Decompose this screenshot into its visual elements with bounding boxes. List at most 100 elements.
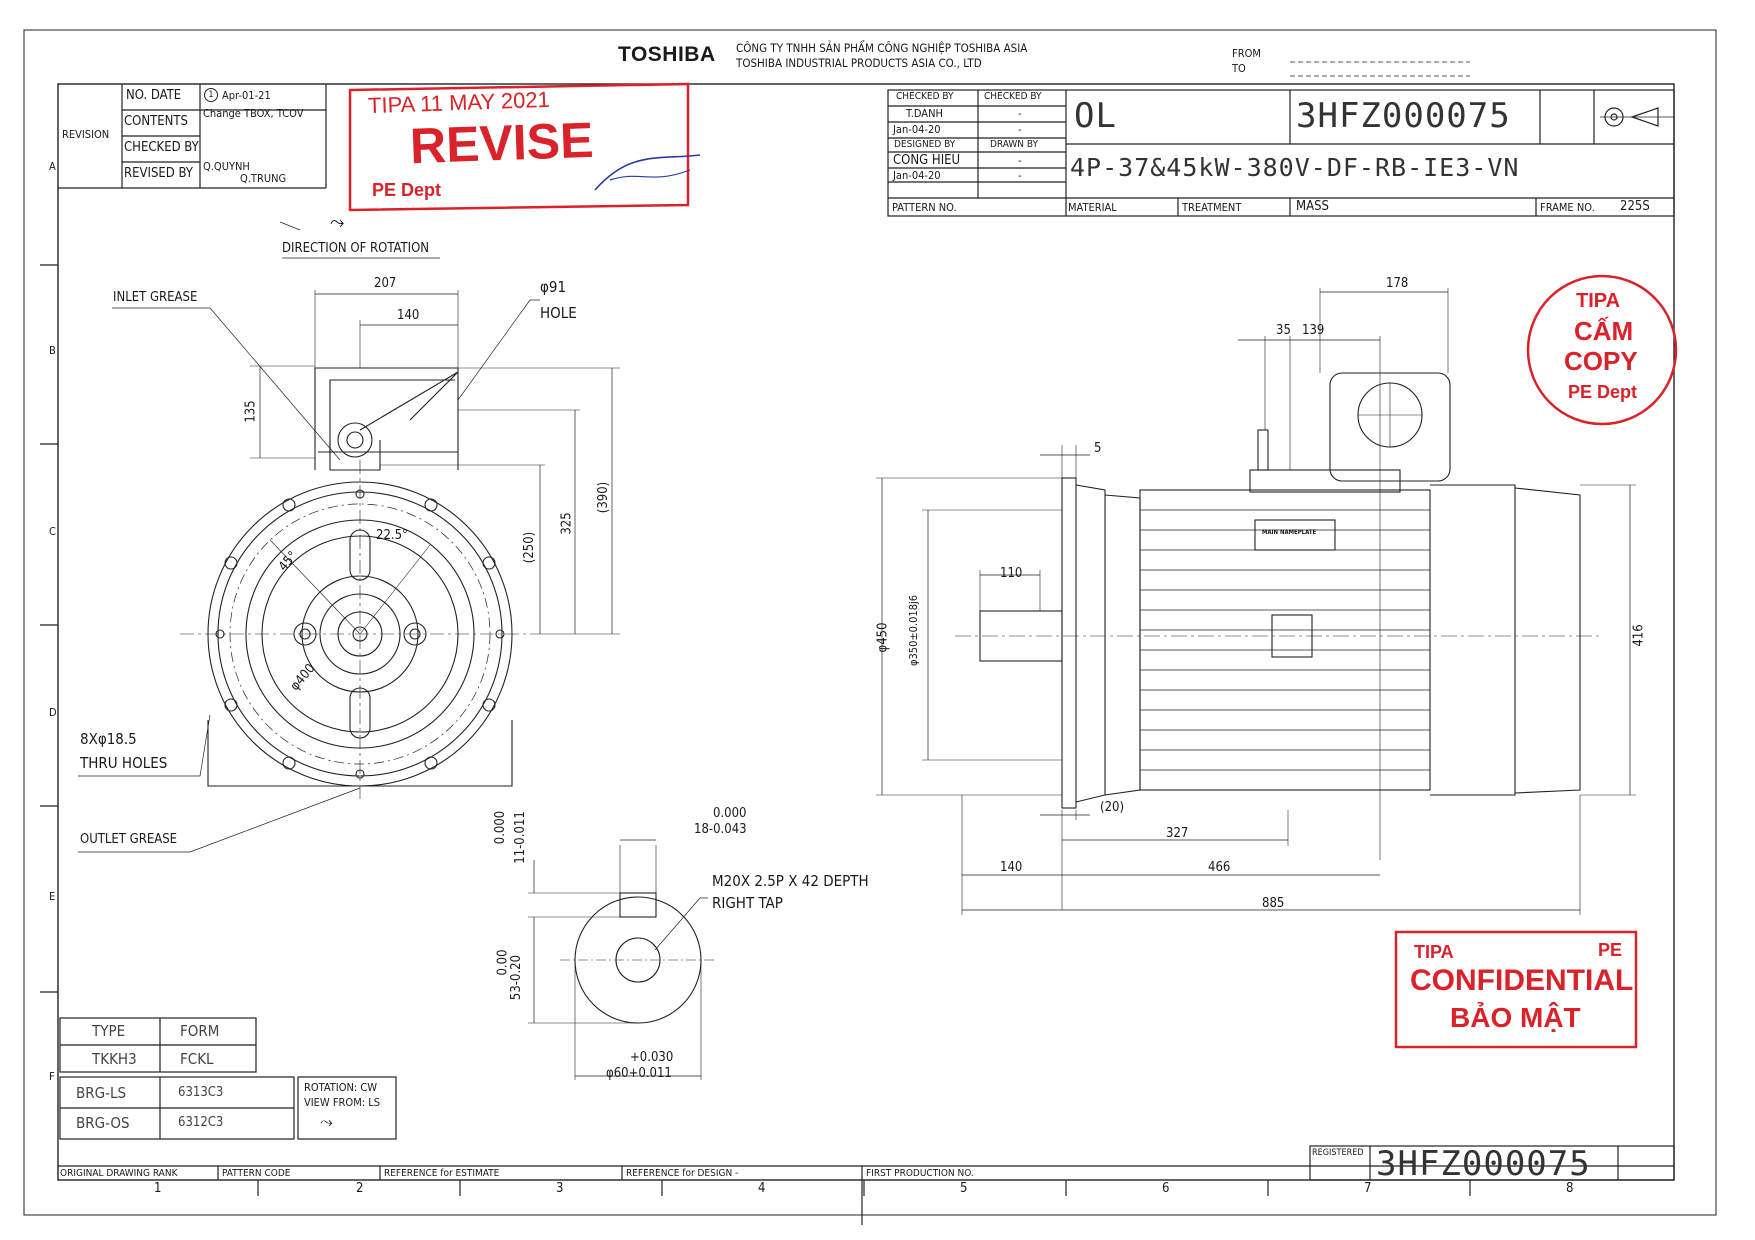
grid-col-7: 7 bbox=[1364, 1181, 1372, 1196]
checked-by-name: Q.QUYNH bbox=[203, 160, 250, 173]
inlet-grease-label: INLET GREASE bbox=[113, 290, 198, 305]
dim-885: 885 bbox=[1262, 896, 1285, 911]
shaft-tol-left-1: 0.000 bbox=[493, 810, 509, 845]
dim-325: 325 bbox=[559, 512, 575, 535]
revised-by-label: REVISED BY bbox=[124, 166, 193, 181]
drawn-by-label: DRAWN BY bbox=[990, 139, 1038, 150]
dim-140-top: 140 bbox=[397, 308, 420, 323]
conf-stamp-bao-mat: BẢO MẬT bbox=[1450, 1002, 1581, 1033]
check-date-1b: - bbox=[1018, 123, 1022, 136]
revise-stamp-word: REVISE bbox=[409, 111, 595, 175]
pattern-code-label: PATTERN CODE bbox=[222, 1168, 291, 1179]
tap-direction: RIGHT TAP bbox=[712, 894, 783, 912]
grid-col-3: 3 bbox=[556, 1181, 564, 1196]
angle-22-5: 22.5° bbox=[376, 528, 408, 543]
revised-by-name: Q.TRUNG bbox=[240, 172, 287, 185]
design-date-b: - bbox=[1018, 169, 1022, 182]
shaft-53-tol-2: 53-0.20 bbox=[509, 954, 525, 1001]
type-label: TYPE bbox=[92, 1022, 126, 1040]
contents-label: CONTENTS bbox=[124, 114, 188, 129]
grid-col-1: 1 bbox=[154, 1181, 162, 1196]
hole-label: HOLE bbox=[540, 304, 577, 322]
material-label: MATERIAL bbox=[1068, 201, 1117, 214]
revision-contents: Change TBOX, TCOV bbox=[203, 107, 304, 120]
dim-450: φ450 bbox=[875, 622, 891, 653]
form-label: FORM bbox=[180, 1022, 220, 1040]
dim-35: 35 bbox=[1276, 323, 1291, 338]
outlet-grease-label: OUTLET GREASE bbox=[80, 832, 178, 847]
grid-row-c: C bbox=[49, 525, 56, 538]
conf-stamp-tipa: TIPA bbox=[1414, 942, 1454, 962]
grid-row-d: D bbox=[49, 706, 57, 719]
grid-row-b: B bbox=[49, 344, 56, 357]
checked-by-value-1: T.DANH bbox=[906, 107, 943, 120]
cam-stamp-copy: COPY bbox=[1564, 346, 1638, 376]
design-date: Jan-04-20 bbox=[893, 169, 941, 182]
to-label: TO bbox=[1232, 62, 1246, 75]
shaft-60-tol-2: φ60+0.011 bbox=[606, 1066, 672, 1081]
revision-number: 1 bbox=[204, 88, 218, 102]
frame-no-label: FRAME NO. bbox=[1540, 201, 1595, 214]
registered-label: REGISTERED bbox=[1312, 1148, 1364, 1158]
conf-stamp-confidential: CONFIDENTIAL bbox=[1410, 964, 1634, 997]
mass-label: MASS bbox=[1296, 199, 1329, 214]
hole-dia: φ91 bbox=[540, 278, 567, 296]
pattern-no-label: PATTERN NO. bbox=[892, 201, 957, 214]
checked-by-label-2: CHECKED BY bbox=[984, 91, 1042, 102]
dim-466: 466 bbox=[1208, 860, 1231, 875]
dim-207: 207 bbox=[374, 276, 397, 291]
treatment-label: TREATMENT bbox=[1182, 201, 1242, 214]
checked-by-label: CHECKED BY bbox=[124, 140, 199, 155]
dim-110: 110 bbox=[1000, 566, 1023, 581]
rotation-view-arrow-icon: ⤳ bbox=[320, 1112, 333, 1131]
dim-20: (20) bbox=[1100, 800, 1125, 815]
grid-col-4: 4 bbox=[758, 1181, 766, 1196]
from-label: FROM bbox=[1232, 47, 1261, 60]
dim-327: 327 bbox=[1166, 826, 1189, 841]
company-name-vn: CÔNG TY TNHH SẢN PHẨM CÔNG NGHIỆP TOSHIB… bbox=[736, 41, 1028, 55]
dim-139: 139 bbox=[1302, 323, 1325, 338]
dim-350-fit: φ350±0.018j6 bbox=[907, 594, 921, 667]
holes-label-1: 8Xφ18.5 bbox=[80, 730, 137, 748]
designed-by-label: DESIGNED BY bbox=[894, 139, 956, 150]
cam-stamp-dept: PE Dept bbox=[1568, 382, 1638, 402]
brg-os-label: BRG-OS bbox=[76, 1114, 130, 1132]
original-rank-label: ORIGINAL DRAWING RANK bbox=[60, 1168, 178, 1179]
checked-by-label-1: CHECKED BY bbox=[896, 91, 954, 102]
revision-label: REVISION bbox=[62, 128, 110, 141]
row-letter-a: A bbox=[49, 160, 56, 173]
ref-design-label: REFERENCE for DESIGN - bbox=[626, 1168, 739, 1179]
revision-date: Apr-01-21 bbox=[222, 89, 271, 102]
shaft-tol-left-2: 11-0.011 bbox=[512, 811, 528, 864]
checked-by-value-2: - bbox=[1018, 107, 1022, 120]
dim-135: 135 bbox=[243, 400, 259, 423]
rotation-spec-2: VIEW FROM: LS bbox=[304, 1096, 381, 1109]
frame-no-value: 225S bbox=[1620, 199, 1650, 214]
dim-416: 416 bbox=[1631, 624, 1647, 647]
shaft-dim-18: 18-0.043 bbox=[694, 822, 747, 837]
drawn-by-value: - bbox=[1018, 154, 1022, 167]
designed-by-value: CONG HIEU bbox=[893, 153, 961, 168]
drawing-code: OL bbox=[1074, 96, 1117, 136]
registered-drawing-number: 3HFZ000075 bbox=[1376, 1144, 1591, 1184]
grid-col-2: 2 bbox=[356, 1181, 364, 1196]
brg-os-value: 6312C3 bbox=[178, 1115, 224, 1130]
tap-spec: M20X 2.5P X 42 DEPTH bbox=[712, 872, 869, 890]
ref-estimate-label: REFERENCE for ESTIMATE bbox=[384, 1168, 500, 1179]
brg-ls-label: BRG-LS bbox=[76, 1084, 127, 1102]
direction-of-rotation: DIRECTION OF ROTATION bbox=[282, 241, 430, 256]
dim-5: 5 bbox=[1094, 441, 1102, 456]
type-value: TKKH3 bbox=[92, 1050, 137, 1068]
grid-col-8: 8 bbox=[1566, 1181, 1574, 1196]
rotation-arrow-icon: ⤳ bbox=[330, 212, 345, 233]
drawing-number: 3HFZ000075 bbox=[1296, 96, 1511, 136]
dim-250: (250) bbox=[522, 531, 538, 564]
conf-stamp-pe: PE bbox=[1598, 940, 1623, 960]
shaft-tol-top: 0.000 bbox=[713, 806, 747, 821]
drawing-description: 4P-37&45kW-380V-DF-RB-IE3-VN bbox=[1070, 153, 1520, 182]
rotation-spec-1: ROTATION: CW bbox=[304, 1081, 378, 1094]
grid-row-f: F bbox=[49, 1070, 55, 1083]
check-date-1: Jan-04-20 bbox=[893, 123, 941, 136]
company-name-en: TOSHIBA INDUSTRIAL PRODUCTS ASIA CO., LT… bbox=[736, 56, 982, 70]
